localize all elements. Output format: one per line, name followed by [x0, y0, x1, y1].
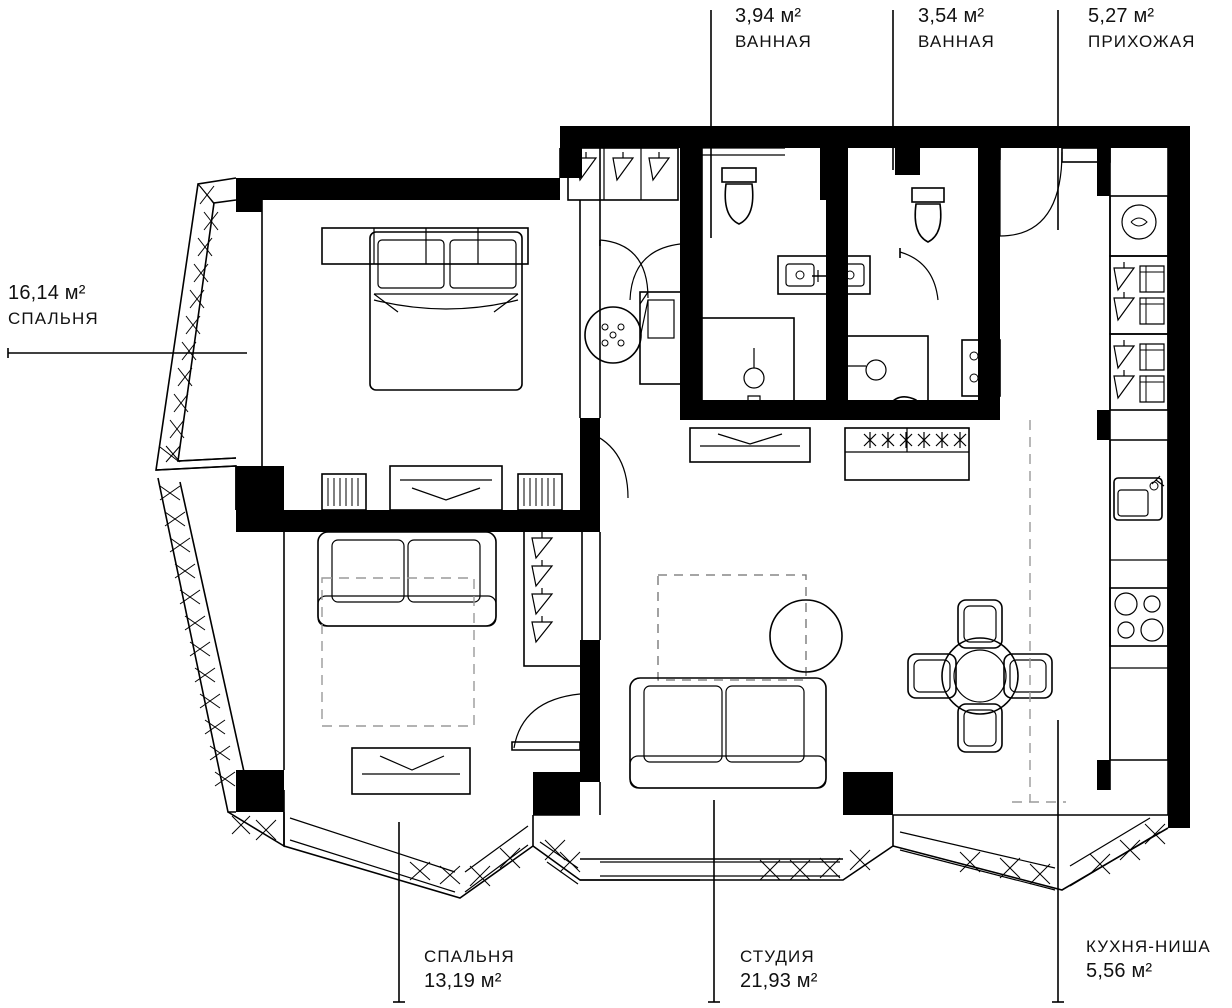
room-area: 5,56 м²: [1086, 960, 1153, 982]
room-label-bedroom-1: 16,14 м² СПАЛЬНЯ: [8, 281, 99, 331]
exterior-bay-walls: [155, 177, 1169, 899]
room-area: 3,54 м²: [918, 5, 985, 27]
room-area: 16,14 м²: [8, 282, 86, 304]
room-area: 13,19 м²: [424, 970, 502, 992]
room-label-studio: СТУДИЯ 21,93 м²: [740, 944, 818, 994]
structural-walls: [236, 126, 1190, 828]
room-name: СПАЛЬНЯ: [8, 309, 99, 328]
bathroom-2-fixtures: [835, 187, 1001, 481]
room-label-bedroom-2: СПАЛЬНЯ 13,19 м²: [424, 944, 515, 994]
room-label-bathroom-2: 3,54 м² ВАННАЯ: [918, 4, 995, 54]
interior-outlines: [235, 148, 1169, 815]
living-furniture: [317, 465, 583, 795]
room-name: СТУДИЯ: [740, 947, 815, 966]
windows: [702, 129, 1095, 156]
door-swings: [511, 239, 939, 751]
bedroom-1-furniture: [321, 147, 683, 391]
bathroom-1-fixtures: [689, 167, 871, 463]
room-area: 3,94 м²: [735, 5, 802, 27]
room-name: КУХНЯ-НИША: [1086, 937, 1211, 956]
studio-furniture: [629, 420, 1066, 803]
room-label-bathroom-1: 3,94 м² ВАННАЯ: [735, 4, 812, 54]
room-name: ВАННАЯ: [918, 32, 995, 51]
kitchen-and-hallway-fixtures: [999, 147, 1169, 761]
room-name: ПРИХОЖАЯ: [1088, 32, 1196, 51]
leader-lines: [7, 10, 1064, 1003]
room-name: СПАЛЬНЯ: [424, 947, 515, 966]
room-label-hallway: 5,27 м² ПРИХОЖАЯ: [1088, 4, 1196, 54]
room-area: 21,93 м²: [740, 970, 818, 992]
room-area: 5,27 м²: [1088, 5, 1155, 27]
room-label-kitchen: КУХНЯ-НИША 5,56 м²: [1086, 934, 1211, 984]
room-name: ВАННАЯ: [735, 32, 812, 51]
